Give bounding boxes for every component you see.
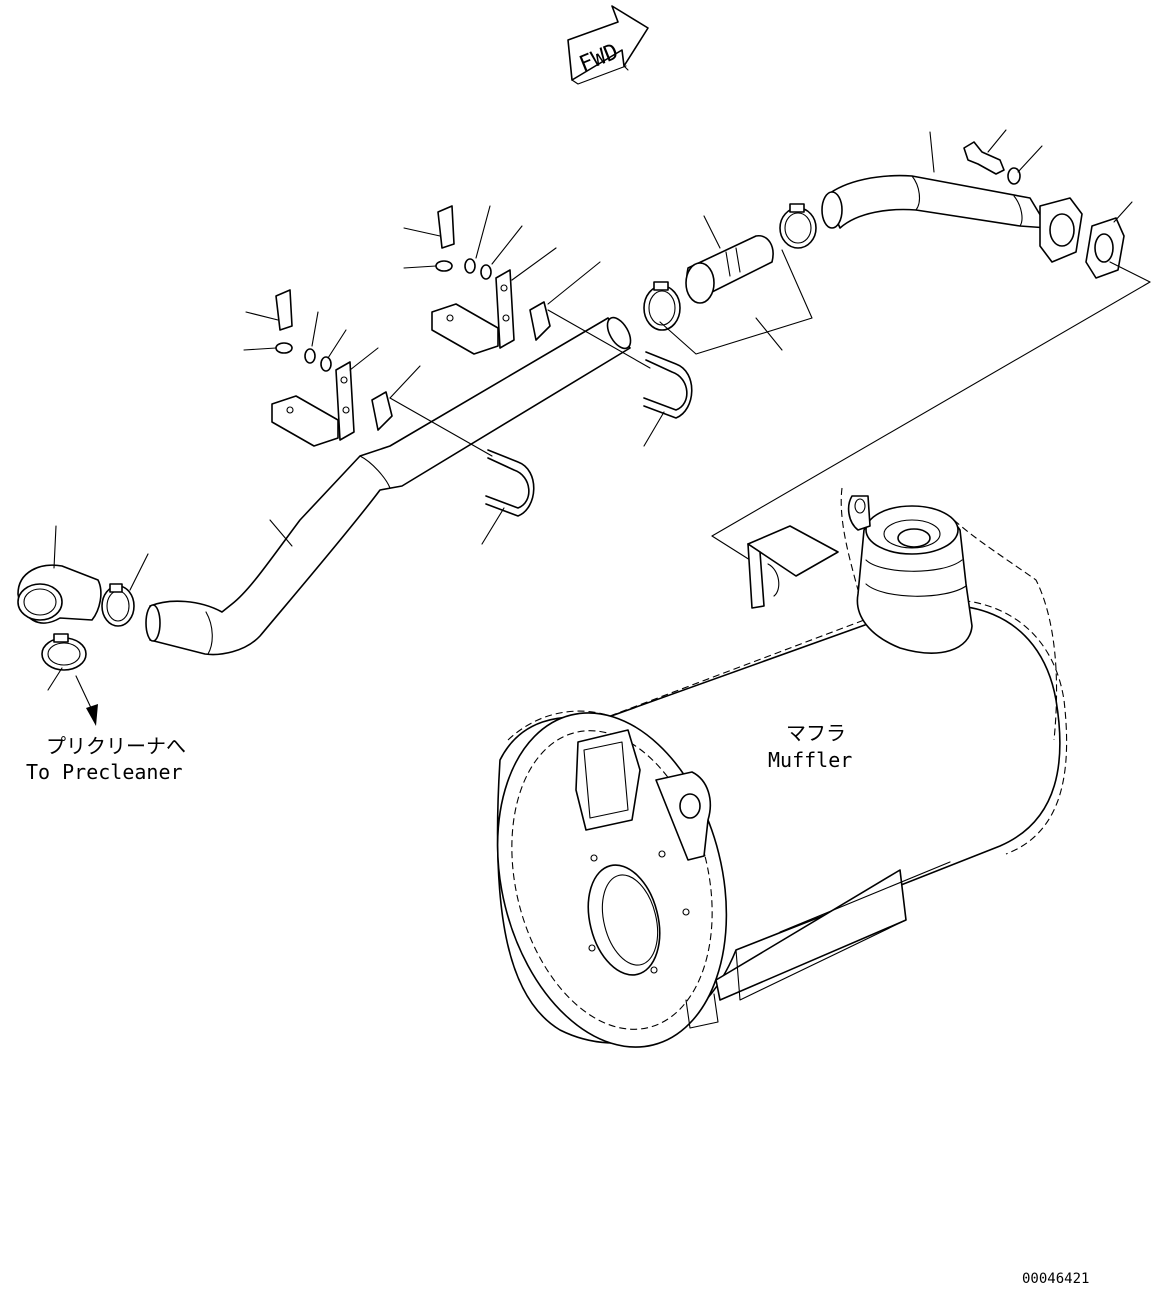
precleaner-label-jp: プリクリーナへ <box>46 734 186 758</box>
intake-pipe <box>145 316 632 656</box>
hose-connector <box>685 235 774 304</box>
bolt-upper-right <box>963 141 1021 185</box>
u-bolt-right <box>643 351 693 419</box>
hose-clamp-3 <box>101 583 135 627</box>
drawing-number: 00046421 <box>1022 1271 1089 1287</box>
muffler <box>496 487 1068 1048</box>
bracket-left <box>271 289 393 447</box>
exhaust-pipe-upper <box>821 174 1083 263</box>
callout-leader-lines <box>47 129 1151 691</box>
bracket-right <box>431 205 551 355</box>
precleaner-label-en: To Precleaner <box>26 760 183 784</box>
hose-clamp-1 <box>643 281 681 331</box>
hose-clamp-4 <box>41 633 87 671</box>
muffler-label-en: Muffler <box>768 748 852 772</box>
u-bolt-left <box>485 449 535 517</box>
gasket <box>1085 217 1125 279</box>
rubber-elbow <box>17 564 102 624</box>
muffler-label-jp: マフラ <box>786 721 846 745</box>
hose-clamp-2 <box>779 203 817 249</box>
fwd-arrow-icon: FWD <box>567 5 649 85</box>
precleaner-arrow-icon <box>75 675 98 726</box>
